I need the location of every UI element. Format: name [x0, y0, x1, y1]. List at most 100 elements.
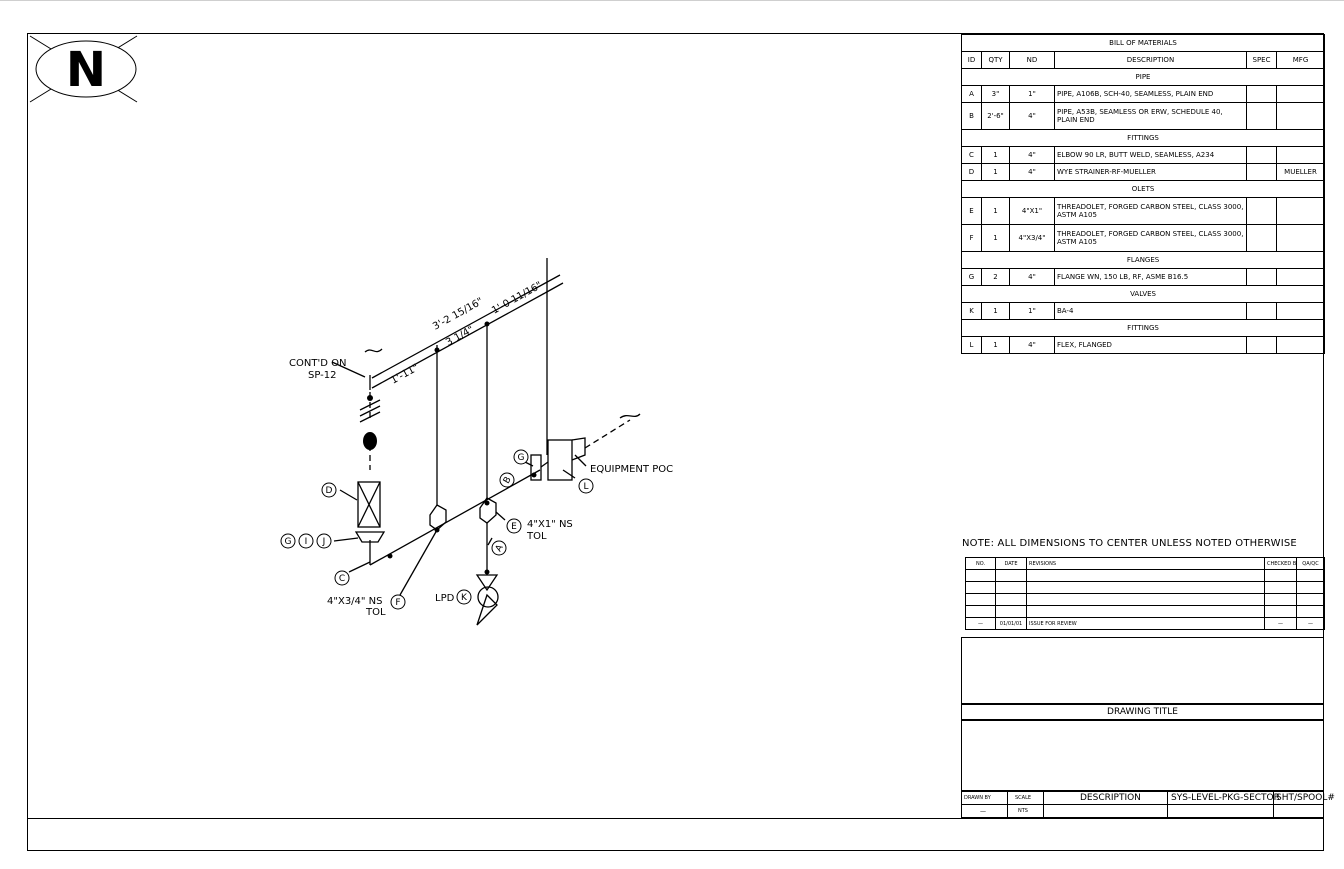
bom-cell-description: WYE STRAINER-RF-MUELLER [1054, 163, 1247, 181]
bom-cell-id: F [961, 224, 982, 252]
bom-cell-spec [1246, 197, 1277, 225]
bom-cell-mfg [1275, 336, 1326, 354]
bom-cell-mfg [1275, 197, 1326, 225]
title-block-blank-area [961, 637, 1324, 704]
bom-cell-description: THREADOLET, FORGED CARBON STEEL, CLASS 3… [1054, 197, 1247, 225]
bom-row: B 2'-6" 4" PIPE, A53B, SEAMLESS OR ERW, … [961, 102, 1326, 130]
bom-cell-id: D [961, 163, 982, 181]
revisions-header-row: NO. DATE REVISIONS CHECKED BY QA/QC [965, 557, 1325, 570]
dim-overall: 3'-2 15/16" [431, 296, 485, 333]
bom-header-qty: QTY [981, 51, 1010, 69]
olet-e-label-2: TOL [526, 531, 547, 542]
bom-header-row: ID QTY ND DESCRIPTION SPEC MFG [961, 51, 1326, 69]
bom-cell-nd: 4" [1009, 336, 1055, 354]
bom-cell-spec [1246, 336, 1277, 354]
rev-header-revisions: REVISIONS [1026, 557, 1265, 570]
bom-row: L 1 4" FLEX, FLANGED [961, 336, 1326, 354]
bom-cell-qty: 1 [981, 163, 1010, 181]
bom-section-fittings: FITTINGS [960, 129, 1326, 147]
bom-cell-description: FLEX, FLANGED [1054, 336, 1247, 354]
bom-cell-mfg [1275, 268, 1326, 286]
callout-l: L [583, 482, 588, 492]
bom-cell-spec [1246, 163, 1277, 181]
bom-cell-id: B [961, 102, 982, 130]
bom-cell-nd: 4" [1009, 146, 1055, 164]
rev-entry-revisions: ISSUE FOR REVIEW [1026, 617, 1265, 630]
bom-cell-qty: 2 [981, 268, 1010, 286]
bom-cell-description: PIPE, A53B, SEAMLESS OR ERW, SCHEDULE 40… [1054, 102, 1247, 130]
title-block-divider [961, 804, 1324, 805]
bom-section-fittings-2: FITTINGS [960, 319, 1326, 337]
scale-label: SCALE [1015, 795, 1032, 801]
callout-a: A [494, 543, 506, 554]
bom-cell-description: THREADOLET, FORGED CARBON STEEL, CLASS 3… [1054, 224, 1247, 252]
bom-cell-nd: 4" [1009, 268, 1055, 286]
drawing-border [27, 33, 1324, 851]
rev-header-qa-qc: QA/QC [1296, 557, 1325, 570]
rev-entry-no: — [965, 617, 996, 630]
callout-g-flange: G [518, 453, 525, 463]
bom-row: D 1 4" WYE STRAINER-RF-MUELLER MUELLER [961, 163, 1326, 181]
bom-cell-id: E [961, 197, 982, 225]
drawing-title-area [961, 720, 1324, 791]
bom-header-spec: SPEC [1246, 51, 1277, 69]
bom-header-nd: ND [1009, 51, 1055, 69]
callout-j: J [322, 537, 326, 547]
bom-title-row: BILL OF MATERIALS [960, 34, 1326, 52]
drawn-by-value: — [980, 808, 986, 815]
bill-of-materials-table: BILL OF MATERIALS ID QTY ND DESCRIPTION … [960, 34, 1326, 354]
bom-cell-qty: 1 [981, 146, 1010, 164]
bom-row: A 3" 1" PIPE, A106B, SCH-40, SEAMLESS, P… [961, 85, 1326, 103]
bom-cell-qty: 2'-6" [981, 102, 1010, 130]
bom-cell-nd: 1" [1009, 302, 1055, 320]
bom-header-description: DESCRIPTION [1054, 51, 1247, 69]
bottom-strip-line [27, 818, 1324, 819]
bom-cell-spec [1246, 302, 1277, 320]
isometric-drawing: N [29, 35, 673, 626]
callout-e: E [511, 522, 517, 532]
bom-cell-id: A [961, 85, 982, 103]
rev-entry-date: 01/01/01 [995, 617, 1027, 630]
bom-row: K 1 1" BA-4 [961, 302, 1326, 320]
bom-cell-mfg [1275, 146, 1326, 164]
bom-header-mfg: MFG [1275, 51, 1326, 69]
bom-header-id: ID [961, 51, 982, 69]
bom-cell-mfg [1275, 224, 1326, 252]
bom-row: G 2 4" FLANGE WN, 150 LB, RF, ASME B16.5 [961, 268, 1326, 286]
bom-row: C 1 4" ELBOW 90 LR, BUTT WELD, SEAMLESS,… [961, 146, 1326, 164]
bom-cell-mfg [1275, 85, 1326, 103]
callout-i: I [305, 537, 308, 547]
bom-cell-id: G [961, 268, 982, 286]
bom-row: E 1 4"X1" THREADOLET, FORGED CARBON STEE… [961, 197, 1326, 225]
drawing-code: SYS-LEVEL-PKG-SECTOR [1171, 793, 1280, 803]
olet-f-label-2: TOL [365, 607, 386, 618]
bom-section-valves: VALVES [960, 285, 1326, 303]
bom-cell-description: ELBOW 90 LR, BUTT WELD, SEAMLESS, A234 [1054, 146, 1247, 164]
bom-cell-id: K [961, 302, 982, 320]
bom-cell-qty: 3" [981, 85, 1010, 103]
bom-cell-nd: 4" [1009, 163, 1055, 181]
bom-cell-id: C [961, 146, 982, 164]
bom-section-olets: OLETS [960, 180, 1326, 198]
bom-cell-spec [1246, 224, 1277, 252]
olet-f-label-1: 4"X3/4" NS [327, 596, 383, 607]
callout-g-strainer: G [285, 537, 292, 547]
rev-header-date: DATE [995, 557, 1027, 570]
dimension-note: NOTE: ALL DIMENSIONS TO CENTER UNLESS NO… [962, 538, 1297, 549]
rev-header-checked-by: CHECKED BY [1264, 557, 1297, 570]
rev-entry-checked-by: — [1264, 617, 1297, 630]
north-letter: N [66, 42, 106, 98]
lpd-label: LPD [435, 593, 455, 604]
callout-c: C [339, 574, 345, 584]
bom-cell-description: BA-4 [1054, 302, 1247, 320]
callout-d: D [326, 486, 333, 496]
callout-b: B [502, 475, 514, 485]
olet-e-label-1: 4"X1" NS [527, 519, 573, 530]
bom-cell-spec [1246, 102, 1277, 130]
drawing-title-row [961, 704, 1324, 720]
north-arrow: N [29, 35, 138, 103]
rev-entry-row: — 01/01/01 ISSUE FOR REVIEW — — [965, 617, 1325, 630]
rev-empty-row [965, 605, 1325, 618]
bom-cell-qty: 1 [981, 302, 1010, 320]
bom-cell-nd: 4"X3/4" [1009, 224, 1055, 252]
